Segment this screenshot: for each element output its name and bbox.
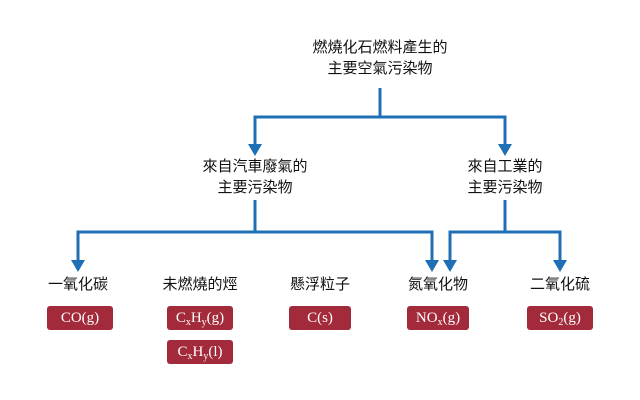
arrowhead-co xyxy=(71,260,85,272)
arrowhead-auto-group xyxy=(248,144,262,156)
formula-state: (l) xyxy=(208,344,223,360)
connector-root-left xyxy=(253,115,380,146)
group-title-line1: 來自工業的 xyxy=(467,157,543,175)
formula-subscript: x xyxy=(187,351,193,362)
arrowhead-industry-group xyxy=(498,144,512,156)
formula-box-cxhy-gas: CxHy(g) xyxy=(167,306,233,330)
connector-auto-to-co xyxy=(76,230,255,262)
root-title-line2: 主要空氣污染物 xyxy=(327,59,433,77)
formula-subscript: y xyxy=(203,351,209,362)
connector-industry-to-so2 xyxy=(505,230,562,262)
arrowhead-nox-right xyxy=(443,260,457,272)
formula-box-nox: NOx(g) xyxy=(407,306,469,330)
group-node-industry: 來自工業的 主要污染物 xyxy=(435,156,575,198)
arrowhead-so2 xyxy=(553,260,567,272)
formula-subscript: y xyxy=(201,317,207,328)
arrowhead-nox-left xyxy=(425,260,439,272)
connector-root-right xyxy=(380,115,507,146)
pollutant-sulfur-dioxide-label: 二氧化硫 xyxy=(529,275,590,293)
formula-element: C xyxy=(177,344,188,360)
formula-box-so2: SO2(g) xyxy=(527,306,593,330)
formula-subscript: x xyxy=(185,317,191,328)
pollutant-carbon-monoxide-label: 一氧化碳 xyxy=(47,275,108,293)
formula-subscript: 2 xyxy=(558,317,564,328)
root-node: 燃燒化石燃料產生的 主要空氣污染物 xyxy=(295,37,465,79)
root-title-line1: 燃燒化石燃料產生的 xyxy=(312,38,448,56)
group-title-line2: 主要污染物 xyxy=(467,178,543,196)
formula-element: SO xyxy=(539,310,559,326)
formula-element: H xyxy=(192,344,204,360)
formula-subscript: x xyxy=(437,317,443,328)
connector-industry-to-nox xyxy=(448,230,505,262)
formula-state: (g) xyxy=(442,310,461,326)
connector-lines xyxy=(76,88,562,262)
arrowheads xyxy=(71,144,567,272)
pollutant-particulates-label: 懸浮粒子 xyxy=(289,275,350,293)
group-title-line2: 主要污染物 xyxy=(217,178,293,196)
formula-box-cxhy-liquid: CxHy(l) xyxy=(167,340,233,364)
formula-text: CO(g) xyxy=(60,310,100,326)
formula-element: H xyxy=(190,310,202,326)
group-node-vehicle-exhaust: 來自汽車廢氣的 主要污染物 xyxy=(175,156,335,198)
group-title-line1: 來自汽車廢氣的 xyxy=(202,157,308,175)
formula-state: (g) xyxy=(206,310,225,326)
formula-box-co: CO(g) xyxy=(47,306,113,330)
formula-box-carbon: C(s) xyxy=(289,306,351,330)
formula-text: C(s) xyxy=(307,310,333,326)
formula-state: (g) xyxy=(563,310,581,326)
formula-element: NO xyxy=(415,310,438,326)
pollutant-nitrogen-oxides-label: 氮氧化物 xyxy=(407,275,468,293)
pollutant-unburnt-hydrocarbons-label: 未燃燒的烴 xyxy=(162,275,238,293)
connector-auto-to-nox xyxy=(255,230,434,262)
formula-element: C xyxy=(175,310,186,326)
